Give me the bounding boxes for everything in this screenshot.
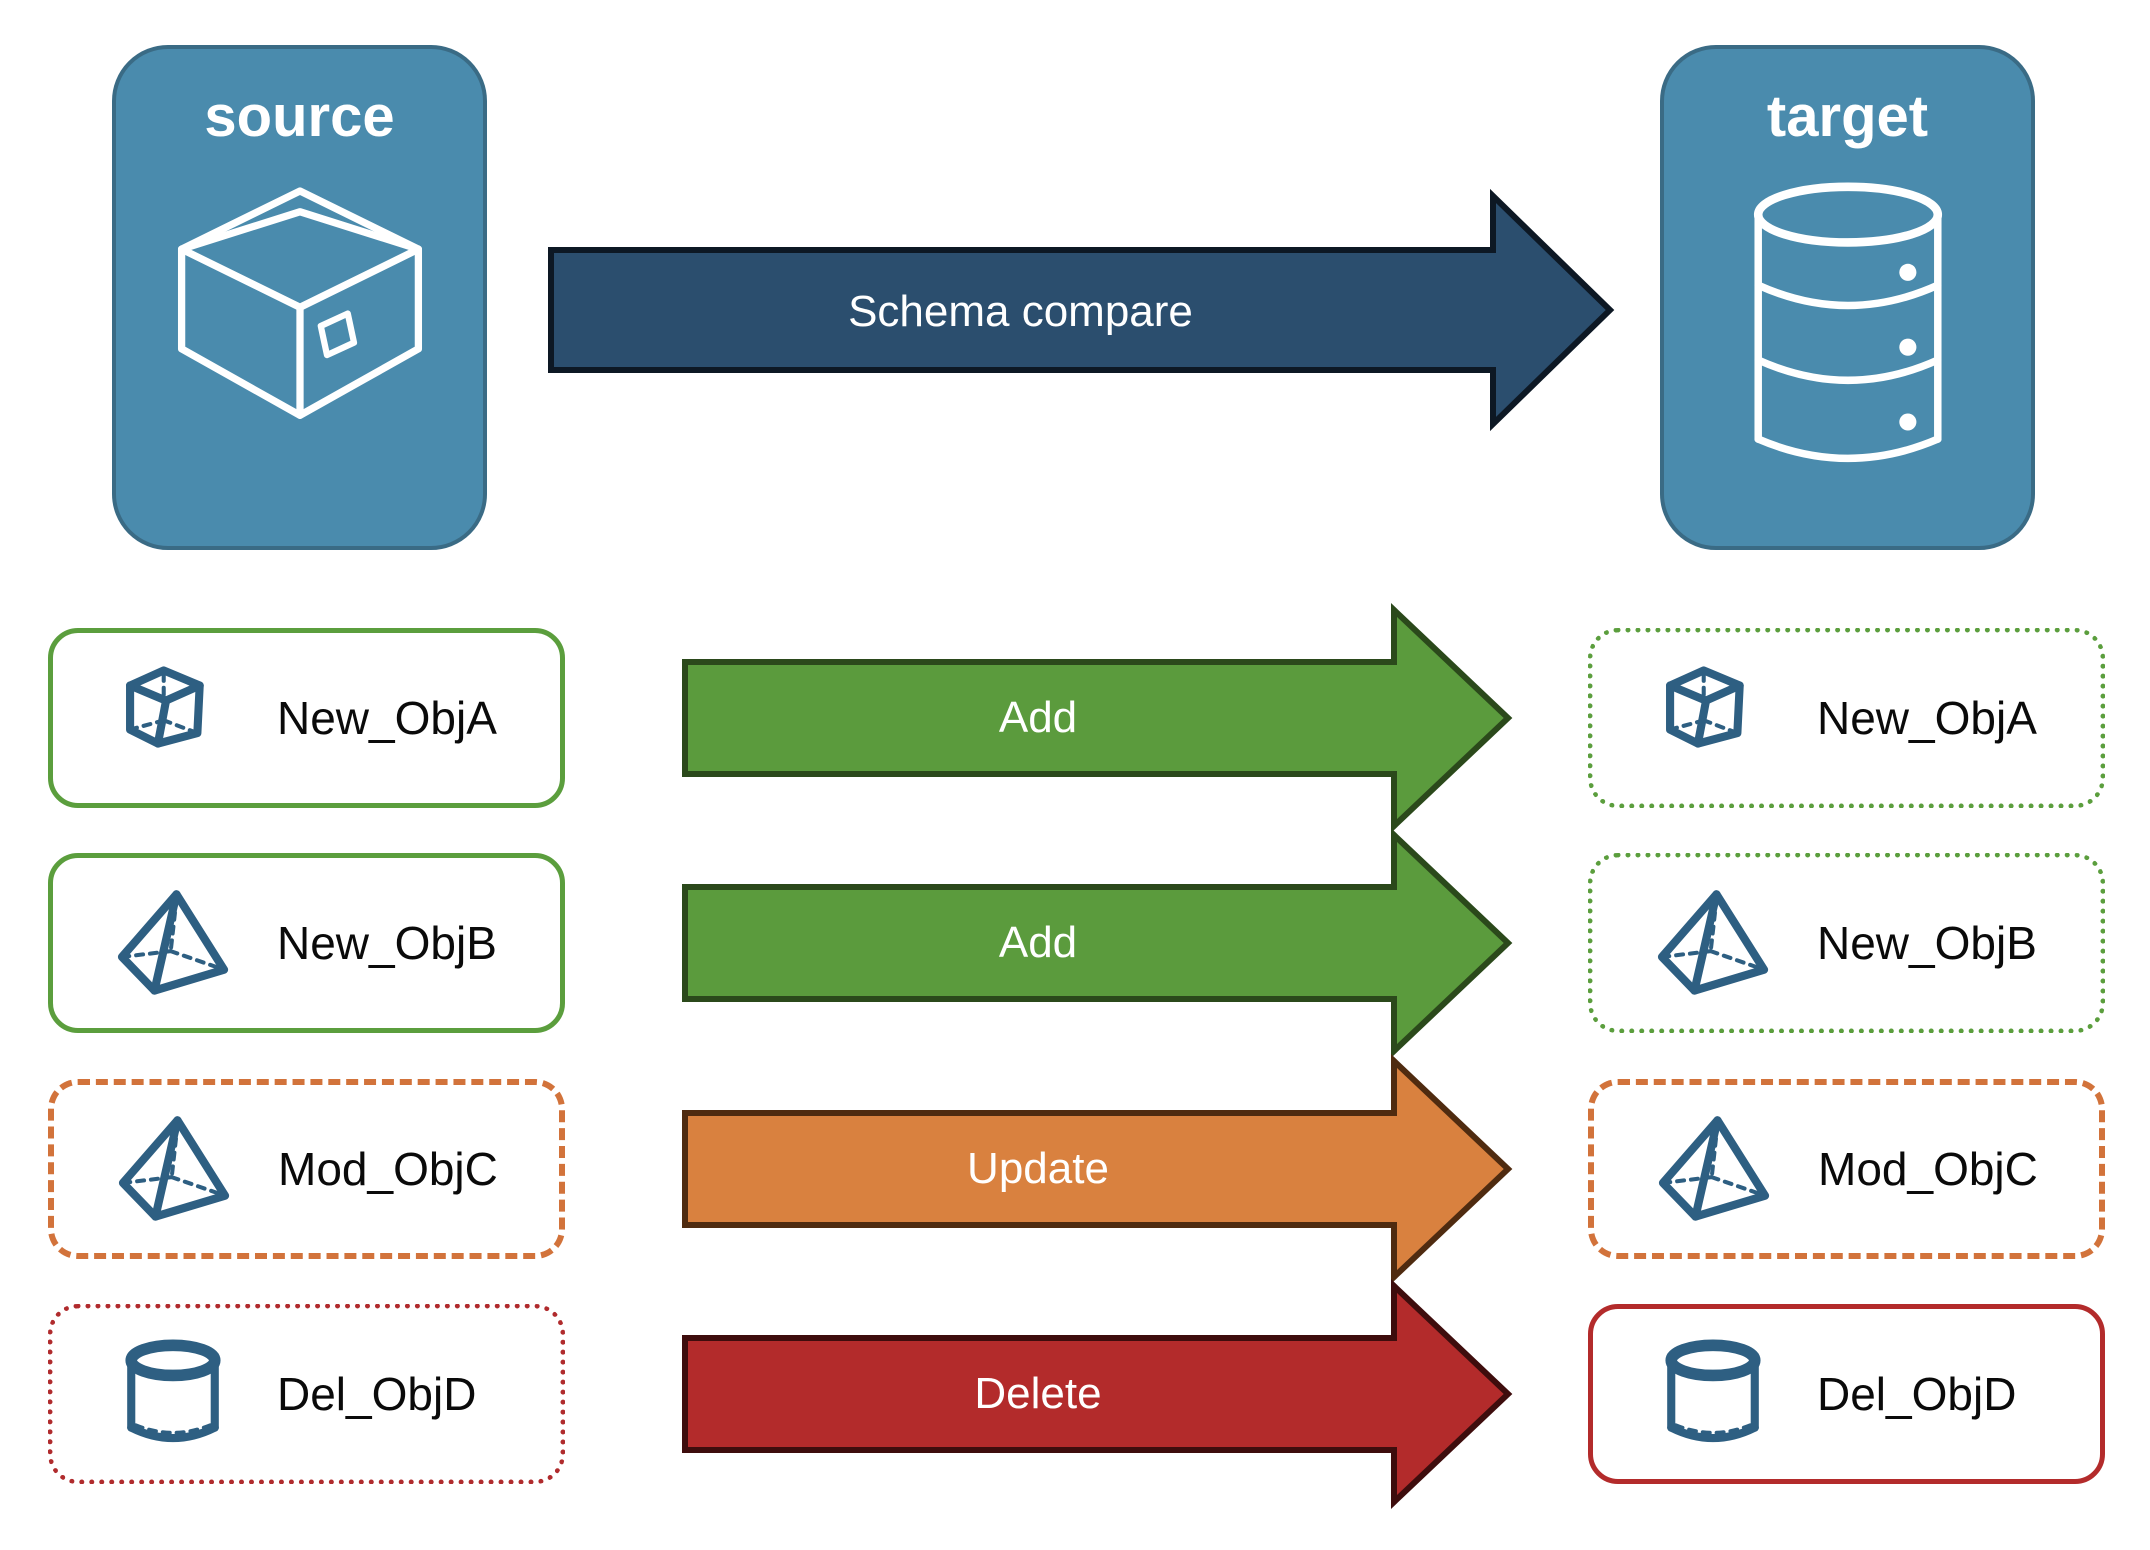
source-panel: source	[112, 45, 487, 550]
source-object-card: Mod_ObjC	[48, 1079, 565, 1259]
target-panel: target	[1660, 45, 2035, 550]
cylinder-icon	[1655, 1336, 1771, 1452]
target-object-card: Mod_ObjC	[1588, 1079, 2105, 1259]
right-arrow-shape	[682, 602, 1514, 834]
pyramid-icon	[1656, 1111, 1772, 1227]
object-label: Mod_ObjC	[1818, 1143, 2038, 1195]
update-arrow: Update	[682, 1053, 1514, 1285]
right-arrow-shape	[682, 1053, 1514, 1285]
source-object-card: New_ObjA	[48, 628, 565, 808]
right-arrow-shape	[682, 827, 1514, 1059]
object-label: New_ObjB	[1817, 917, 2037, 969]
source-object-card: Del_ObjD	[48, 1304, 565, 1484]
cylinder-icon	[115, 1336, 231, 1452]
pyramid-icon	[116, 1111, 232, 1227]
source-object-card: New_ObjB	[48, 853, 565, 1033]
right-arrow-shape	[682, 1278, 1514, 1510]
target-object-card: New_ObjA	[1588, 628, 2105, 808]
object-label: New_ObjA	[277, 692, 497, 744]
target-object-card: New_ObjB	[1588, 853, 2105, 1033]
add-arrow: Add	[682, 602, 1514, 834]
object-label: New_ObjB	[277, 917, 497, 969]
object-label: Mod_ObjC	[278, 1143, 498, 1195]
schema-compare-arrow: Schema compare	[548, 188, 1618, 436]
source-panel-title: source	[204, 84, 395, 149]
add-arrow: Add	[682, 827, 1514, 1059]
cube-icon	[1655, 660, 1771, 776]
database-icon	[1741, 174, 1955, 484]
object-label: Del_ObjD	[277, 1368, 477, 1420]
delete-arrow: Delete	[682, 1278, 1514, 1510]
object-label: Del_ObjD	[1817, 1368, 2017, 1420]
pyramid-icon	[115, 885, 231, 1001]
right-arrow-shape	[548, 188, 1618, 436]
object-label: New_ObjA	[1817, 692, 2037, 744]
target-panel-title: target	[1766, 84, 1929, 149]
package-icon	[165, 174, 435, 424]
pyramid-icon	[1655, 885, 1771, 1001]
cube-icon	[115, 660, 231, 776]
target-object-card: Del_ObjD	[1588, 1304, 2105, 1484]
